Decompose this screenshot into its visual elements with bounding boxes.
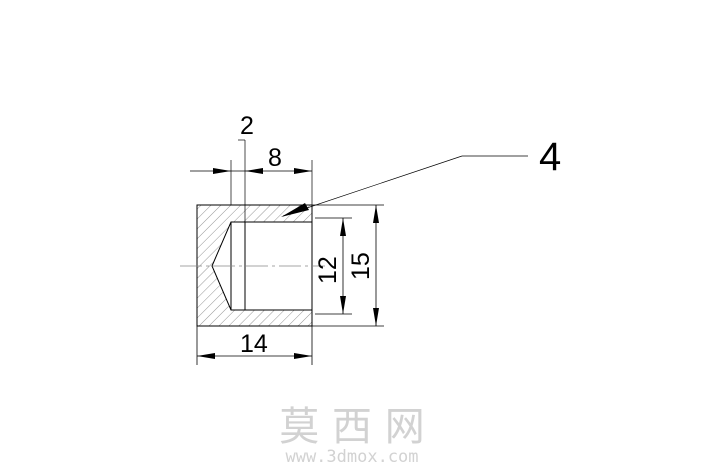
part-outline (196, 204, 313, 327)
dimension-line-bottom (196, 326, 313, 365)
watermark-brand: 莫 西 网 (279, 404, 424, 450)
dimension-arrows-15 (373, 205, 379, 326)
dimension-label-12: 12 (314, 256, 342, 284)
dimension-arrows-12 (340, 218, 346, 314)
dimension-label-2: 2 (240, 112, 254, 140)
leader-arrow (281, 203, 309, 217)
dimension-arrows-bottom (197, 353, 312, 359)
dimension-label-14: 14 (240, 330, 268, 358)
extension-lines-right (312, 204, 384, 327)
dimension-label-8: 8 (268, 144, 282, 172)
part-callout-number: 4 (539, 135, 561, 179)
leader-line (282, 155, 528, 217)
dimension-label-15: 15 (347, 252, 375, 280)
dimension-arrows-top (213, 168, 312, 174)
watermark-url: www.3dmox.com (285, 447, 418, 467)
extension-lines-top (230, 139, 313, 222)
